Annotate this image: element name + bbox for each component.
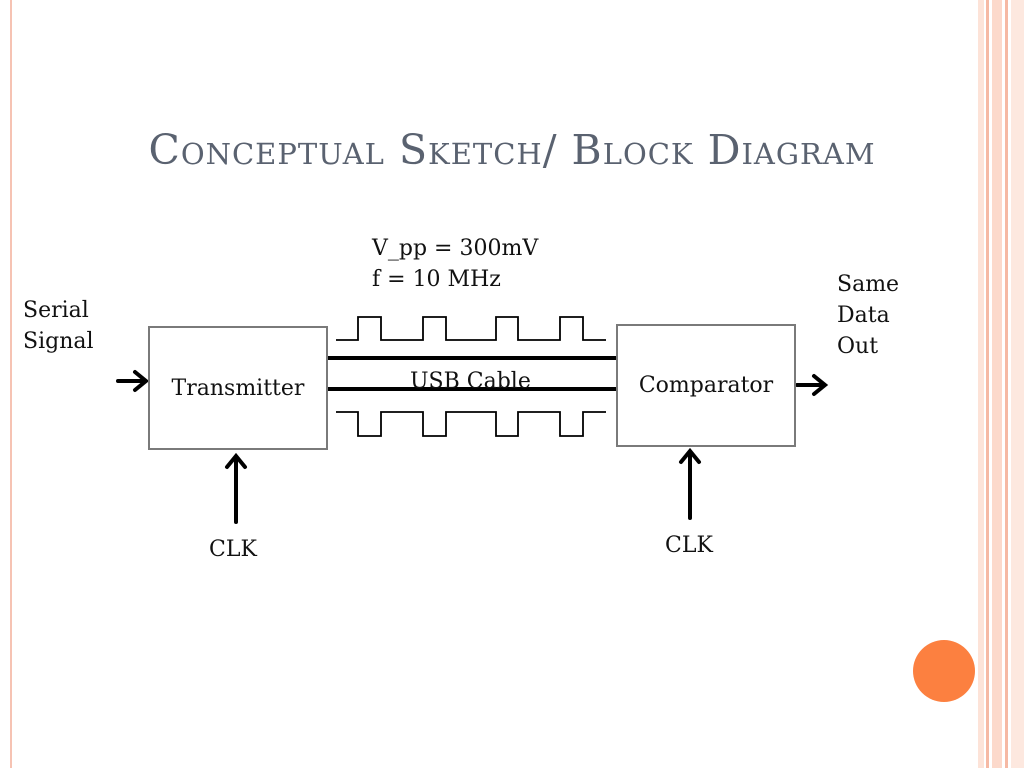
slide-title: Conceptual Sketch/ Block Diagram	[148, 126, 876, 174]
cable-label: USB Cable	[410, 369, 531, 394]
comparator-block: Comparator	[616, 324, 796, 447]
output-label: Same Data Out	[837, 272, 900, 359]
transmitter-label: Transmitter	[171, 375, 305, 401]
clk-label-left: CLK	[209, 537, 257, 562]
clk-arrow-left	[225, 452, 247, 524]
transmitter-block: Transmitter	[148, 326, 328, 450]
clk-arrow-right	[679, 447, 701, 520]
output-arrow	[795, 374, 829, 396]
accent-circle	[913, 640, 975, 702]
input-arrow	[116, 370, 150, 392]
clk-label-right: CLK	[665, 533, 713, 558]
square-wave-top	[336, 316, 606, 341]
square-wave-bottom	[336, 411, 606, 437]
slide-frame-right	[978, 0, 1024, 768]
comparator-label: Comparator	[638, 373, 774, 398]
slide-frame-left	[10, 0, 12, 768]
signal-annotation: V_pp = 300mV f = 10 MHz	[372, 236, 539, 292]
input-label: Serial Signal	[23, 298, 94, 354]
